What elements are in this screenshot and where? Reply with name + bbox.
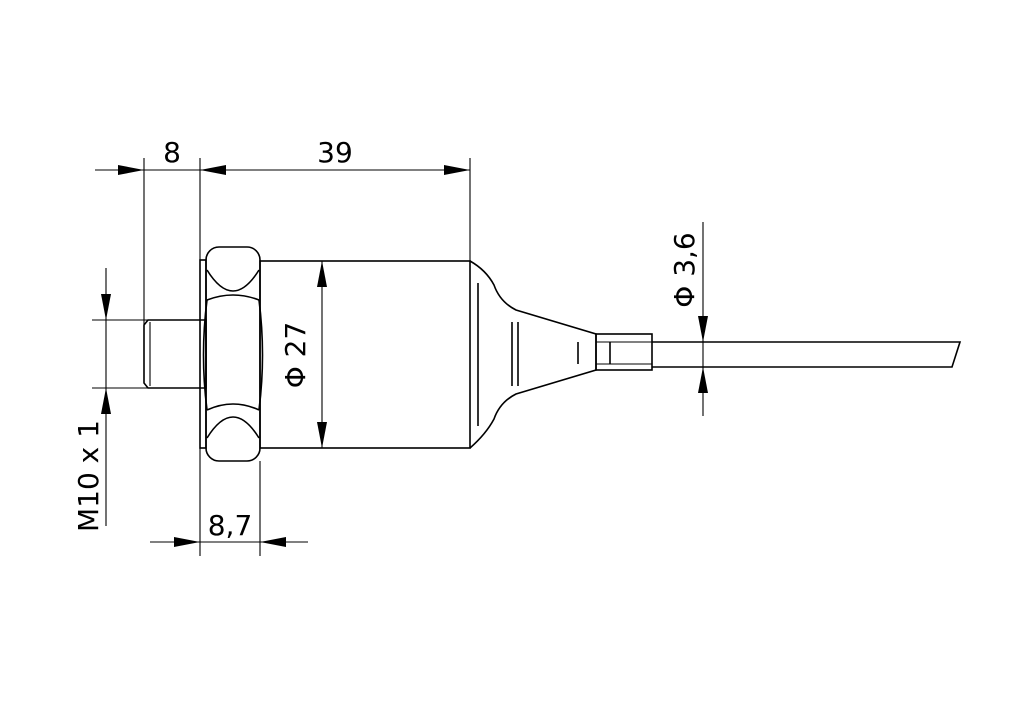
sensor-body <box>259 260 471 449</box>
threaded-stud <box>143 319 207 389</box>
dimension-cable-diameter: Φ 3,6 <box>668 222 708 416</box>
dimension-thread-spec: M10 x 1 <box>72 268 148 532</box>
dimension-label-diameter-27: Φ 27 <box>279 322 312 389</box>
dimension-label-thread-m10: M10 x 1 <box>72 420 105 532</box>
strain-relief <box>469 260 653 449</box>
dimension-label-8-7: 8,7 <box>208 509 253 542</box>
cable <box>652 341 962 368</box>
dimension-label-diameter-3-6: Φ 3,6 <box>668 232 701 307</box>
dimension-body-diameter: Φ 27 <box>279 261 327 448</box>
dimension-label-39: 39 <box>317 136 353 169</box>
dimension-nut-width: 8,7 <box>150 448 308 556</box>
dimension-label-8: 8 <box>163 136 181 169</box>
hex-nut <box>202 246 264 462</box>
dimension-body-length: 39 <box>199 136 471 261</box>
dimension-thread-length: 8 <box>95 136 226 325</box>
